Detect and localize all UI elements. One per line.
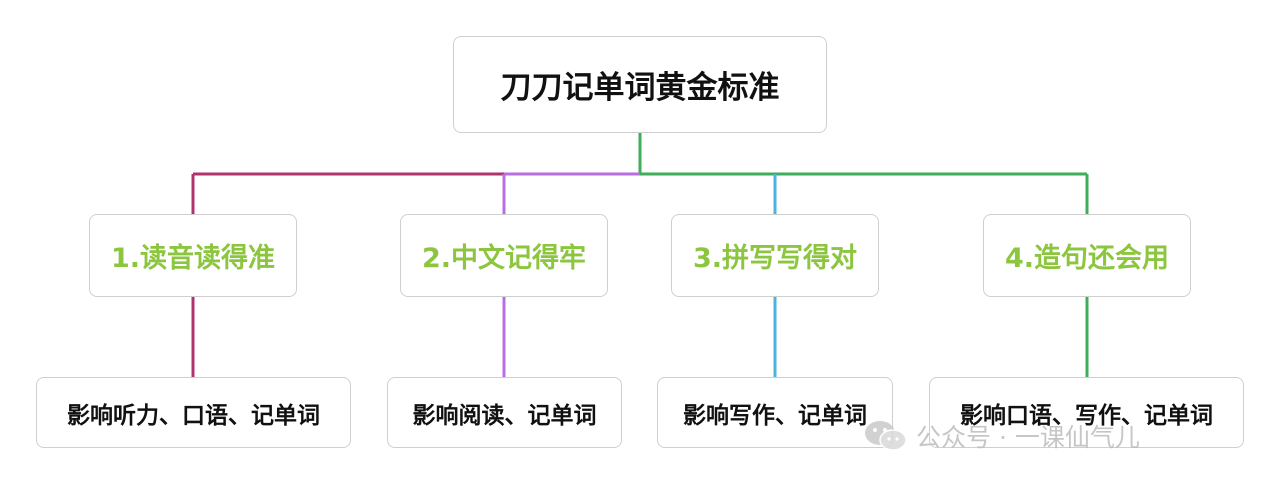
wechat-icon: [865, 421, 907, 451]
step-label-2: 2.中文记得牢: [421, 243, 587, 274]
step-node-3: 3.拼写写得对: [671, 214, 879, 297]
effect-label-4: 影响口语、写作、记单词: [960, 402, 1213, 429]
step-label-4: 4.造句还会用: [1004, 243, 1170, 274]
watermark-text: 公众号 · 一课仙气儿: [916, 423, 1140, 452]
step-node-2: 2.中文记得牢: [400, 214, 608, 297]
watermark: 公众号 · 一课仙气儿: [862, 418, 1140, 454]
effect-label-3: 影响写作、记单词: [683, 402, 867, 429]
root-label: 刀刀记单词黄金标准: [500, 70, 780, 106]
step-label-3: 3.拼写写得对: [692, 243, 858, 274]
effect-label-1: 影响听力、口语、记单词: [67, 402, 320, 429]
effect-label-2: 影响阅读、记单词: [412, 402, 597, 429]
step-node-1: 1.读音读得准: [89, 214, 297, 297]
step-node-4: 4.造句还会用: [983, 214, 1191, 297]
step-label-1: 1.读音读得准: [110, 243, 276, 274]
effect-node-3: 影响写作、记单词: [657, 377, 893, 448]
root-node: 刀刀记单词黄金标准: [453, 36, 827, 133]
effect-node-4: 影响口语、写作、记单词: [929, 377, 1244, 448]
effect-node-1: 影响听力、口语、记单词: [36, 377, 351, 448]
effect-node-2: 影响阅读、记单词: [387, 377, 622, 448]
